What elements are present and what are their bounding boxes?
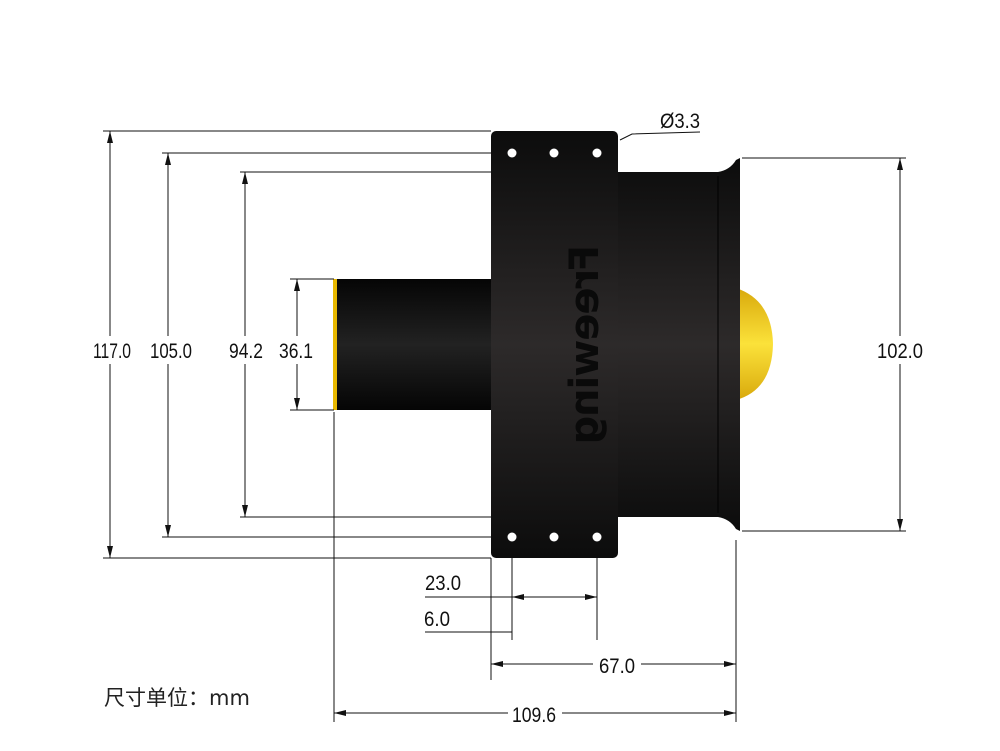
dim-23: 23.0: [425, 572, 461, 595]
unit-label: 尺寸单位：mm: [104, 686, 250, 710]
dim-94: 94.2: [229, 340, 263, 363]
dim-6: 6.0: [424, 608, 450, 631]
mount-holes: [507, 148, 602, 542]
svg-text:Freewing: Freewing: [562, 245, 608, 444]
freewing-logo: Freewing: [562, 245, 608, 444]
mount-flange: [491, 131, 618, 558]
spinner: [736, 288, 773, 400]
dim-105: 105.0: [150, 340, 192, 363]
dim-109: 109.6: [512, 704, 556, 727]
dim-102: 102.0: [877, 340, 923, 363]
motor-can-edge: [333, 279, 337, 410]
motor-can: [334, 279, 492, 410]
dim-117: 117.0: [93, 340, 131, 363]
dim-hole: Ø3.3: [660, 110, 700, 133]
dim-36: 36.1: [279, 340, 313, 363]
extension-lines: [103, 130, 906, 722]
dim-67: 67.0: [599, 655, 635, 678]
